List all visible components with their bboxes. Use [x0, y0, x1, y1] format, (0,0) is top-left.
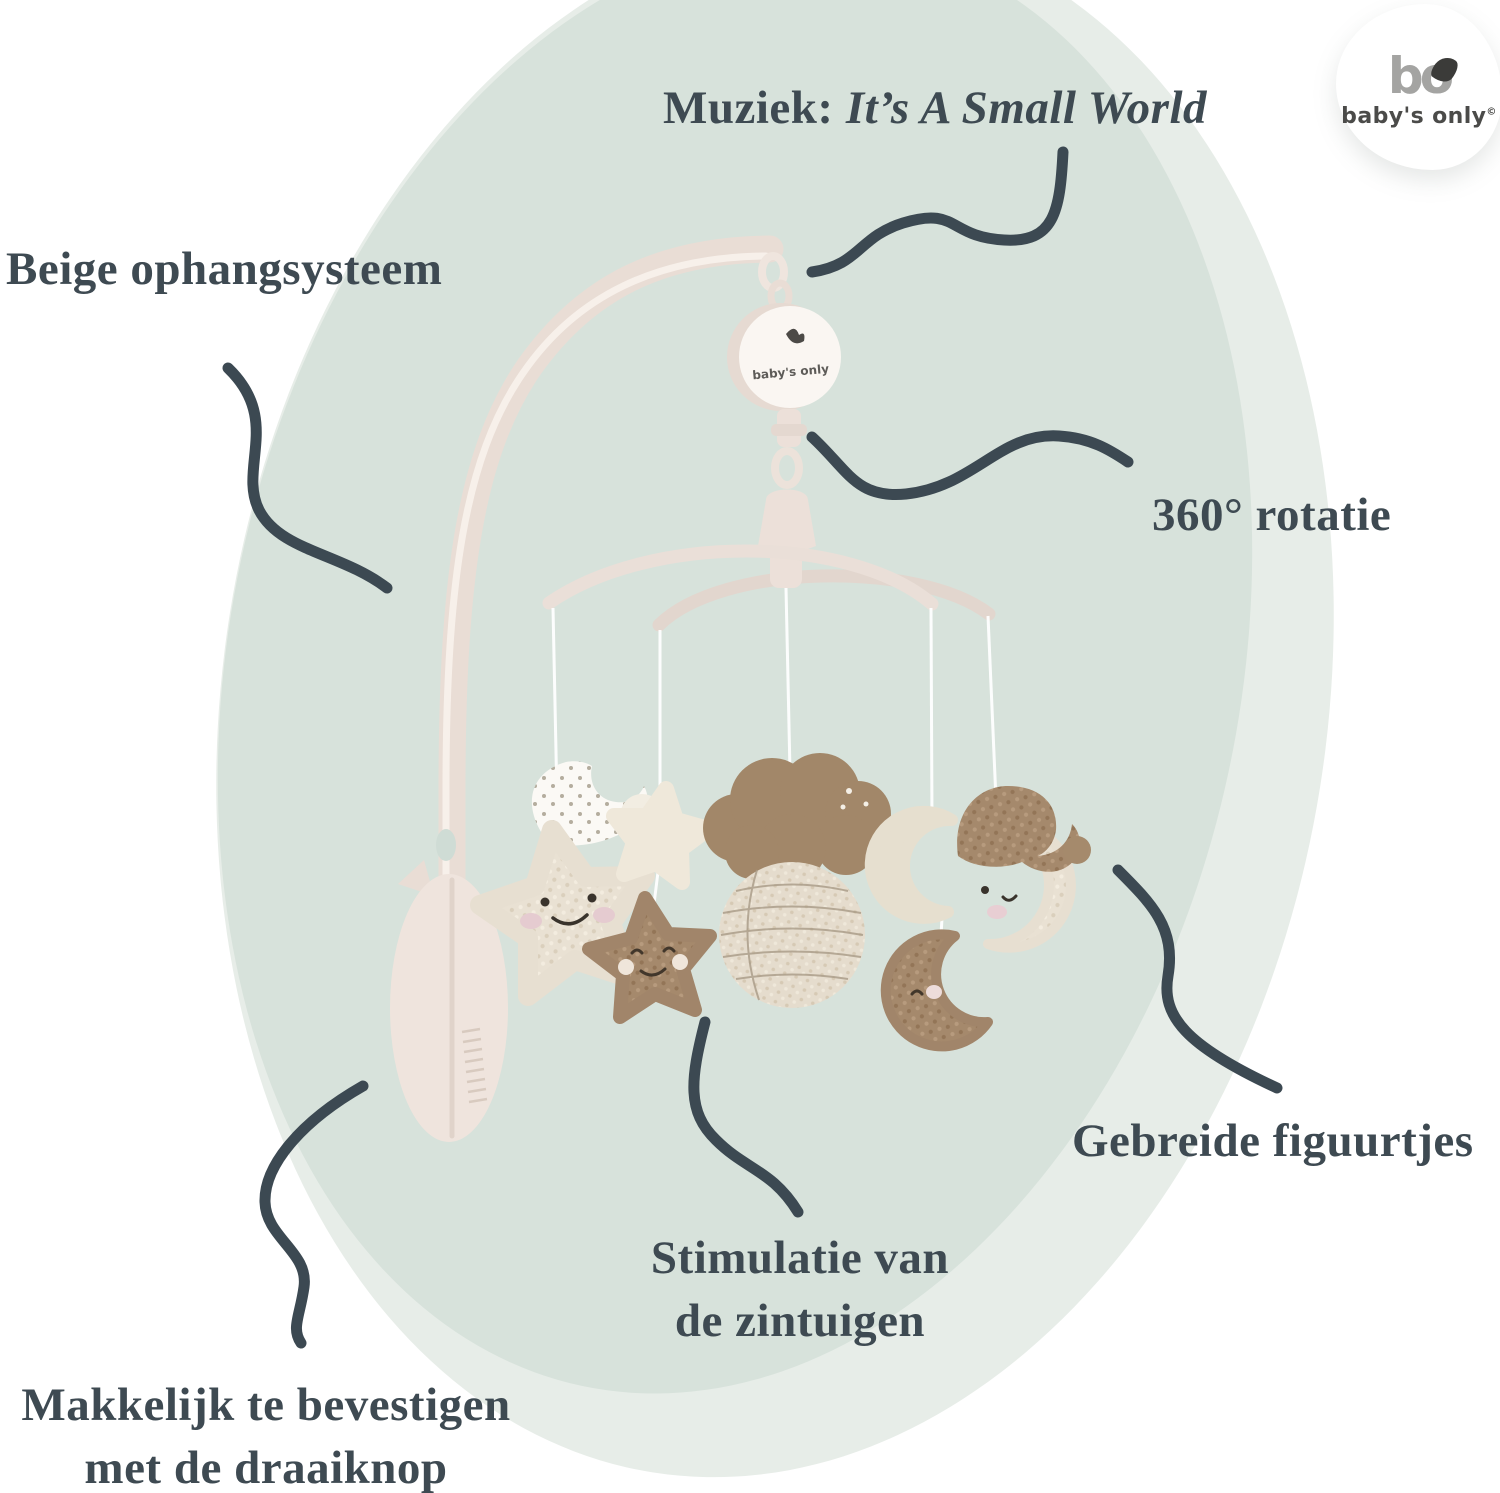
connector-line-knitted-figures	[1112, 864, 1283, 1094]
star-face	[520, 893, 615, 929]
annotation-hanging-system: Beige ophangsysteem	[6, 243, 443, 295]
clamp-label-ridges	[461, 1027, 488, 1104]
moon-face	[910, 985, 942, 999]
cloud-sparkles	[840, 788, 869, 810]
annotation-music-prefix: Muziek:	[663, 82, 834, 134]
connector-line-rotation	[806, 430, 1134, 501]
connector-line-senses	[688, 1016, 804, 1218]
ball-seams	[720, 869, 864, 1001]
annotation-senses: Stimulatie van de zintuigen	[570, 1232, 1030, 1361]
mobile-arm	[436, 235, 784, 1132]
string	[784, 587, 792, 773]
annotation-music-title: It’s A Small World	[845, 82, 1208, 134]
moon-figure-fluffy	[864, 805, 958, 924]
annotation-attachment-line2: met de draaiknop	[84, 1442, 448, 1493]
ball-body	[719, 862, 865, 1008]
brand-badge: bo baby's only©	[1336, 4, 1500, 170]
hanger-frame	[542, 489, 996, 632]
star-figure-brown	[582, 891, 717, 1024]
knitted-figures	[470, 753, 1091, 1052]
annotation-music: Muziek: It’s A Small World	[663, 82, 1208, 134]
hanger-bar-back	[652, 569, 996, 632]
music-box-logo-mark	[786, 328, 805, 344]
connector-line-attachment	[259, 1080, 369, 1349]
star-body	[582, 891, 717, 1024]
music-box-face	[739, 306, 841, 408]
hanger-bar-front	[542, 544, 939, 611]
star-figure-fluffy	[606, 781, 716, 890]
annotation-senses-line1: Stimulatie van	[650, 1232, 950, 1284]
brand-name: baby's only©	[1341, 103, 1497, 129]
moon-face	[981, 886, 1018, 919]
trademark-symbol: ©	[1486, 106, 1497, 118]
annotation-senses-line2: de zintuigen	[674, 1295, 926, 1348]
hook-lower	[771, 447, 803, 489]
connector-lines	[222, 146, 1283, 1349]
music-box-brand-text: baby's only	[752, 362, 830, 383]
hanger-bell-cap	[758, 489, 816, 554]
string	[929, 607, 934, 823]
string	[986, 615, 998, 801]
nightcap-pompom	[1063, 836, 1091, 864]
baby-mobile: baby's only	[390, 235, 1091, 1142]
clamp-paddle	[390, 874, 508, 1142]
swivel-cross	[771, 424, 807, 436]
connector-line-music	[806, 146, 1069, 278]
brand-monogram: bo	[1388, 51, 1463, 104]
connector-line-hanging-system	[222, 362, 393, 594]
brand-monogram-b: b	[1387, 46, 1424, 105]
annotation-attachment-line1: Makkelijk te bevestigen	[21, 1379, 511, 1431]
annotation-rotation: 360° rotatie	[1152, 489, 1392, 541]
arm-highlight	[442, 252, 770, 1114]
moon-nightcap	[957, 786, 1080, 872]
annotation-knitted-figures: Gebreide figuurtjes	[1072, 1115, 1474, 1167]
music-box: baby's only	[727, 252, 841, 489]
moon-figure-brown	[880, 929, 993, 1052]
ball-figure	[719, 862, 865, 1008]
star-face	[618, 946, 688, 977]
crib-clamp	[390, 860, 508, 1142]
arm-hole	[436, 829, 456, 861]
moon-figure-capped	[957, 786, 1091, 953]
annotation-attachment: Makkelijk te bevestigen met de draaiknop	[0, 1379, 532, 1493]
